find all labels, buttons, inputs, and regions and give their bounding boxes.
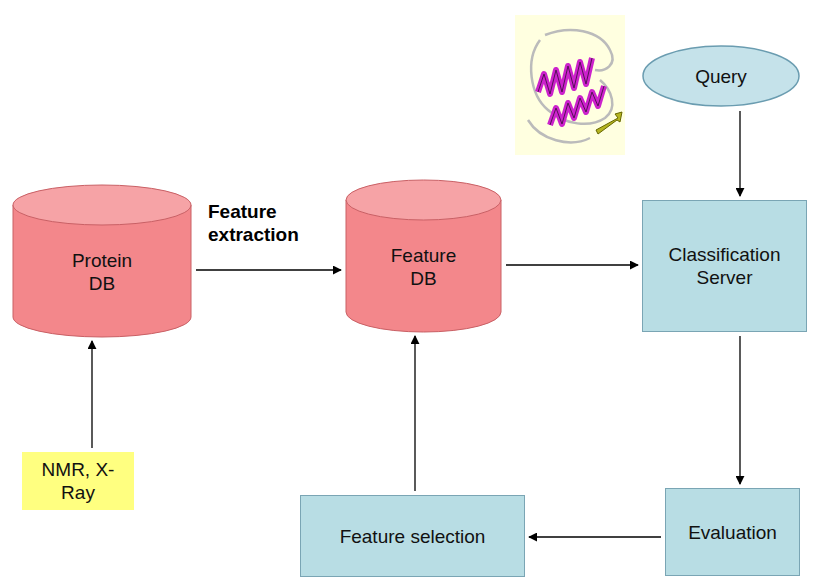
- alpha-helix: [538, 58, 592, 94]
- flow-arrow: [414, 336, 415, 491]
- cylinder-top: [346, 180, 501, 220]
- flow-arrow: [91, 341, 92, 448]
- node-label: Protein DB: [57, 249, 147, 295]
- flow-arrow: [529, 536, 661, 537]
- flow-arrow: [196, 269, 341, 270]
- query-ellipse-fill: [643, 46, 799, 106]
- alpha-helix-edge: [550, 86, 604, 125]
- flow-arrow: [506, 264, 638, 265]
- flow-arrow: [739, 111, 740, 196]
- illustration-ground: [515, 15, 625, 155]
- database-cylinder: Feature DB: [345, 180, 502, 332]
- source-label-box: NMR, X-Ray: [22, 452, 134, 510]
- node-label: Feature DB: [379, 244, 469, 290]
- process-box: Feature selection: [300, 495, 525, 577]
- edge-label: Feature extraction: [208, 200, 333, 246]
- beta-strand: [596, 112, 622, 134]
- node-label: NMR, X-Ray: [30, 458, 126, 504]
- alpha-helix-edge: [538, 58, 592, 94]
- node-label: Query: [695, 65, 747, 88]
- database-cylinder: Protein DB: [12, 185, 192, 337]
- process-box: Classification Server: [642, 200, 807, 332]
- node-label: Feature selection: [340, 525, 486, 548]
- protein-illustration: [515, 15, 625, 155]
- node-label: Evaluation: [688, 521, 777, 544]
- node-label: Classification Server: [651, 243, 798, 289]
- alpha-helix: [550, 86, 604, 125]
- flow-arrow: [739, 336, 740, 484]
- process-box: Evaluation: [665, 488, 800, 576]
- cylinder-top: [13, 185, 191, 225]
- query-ellipse: Query: [642, 45, 800, 107]
